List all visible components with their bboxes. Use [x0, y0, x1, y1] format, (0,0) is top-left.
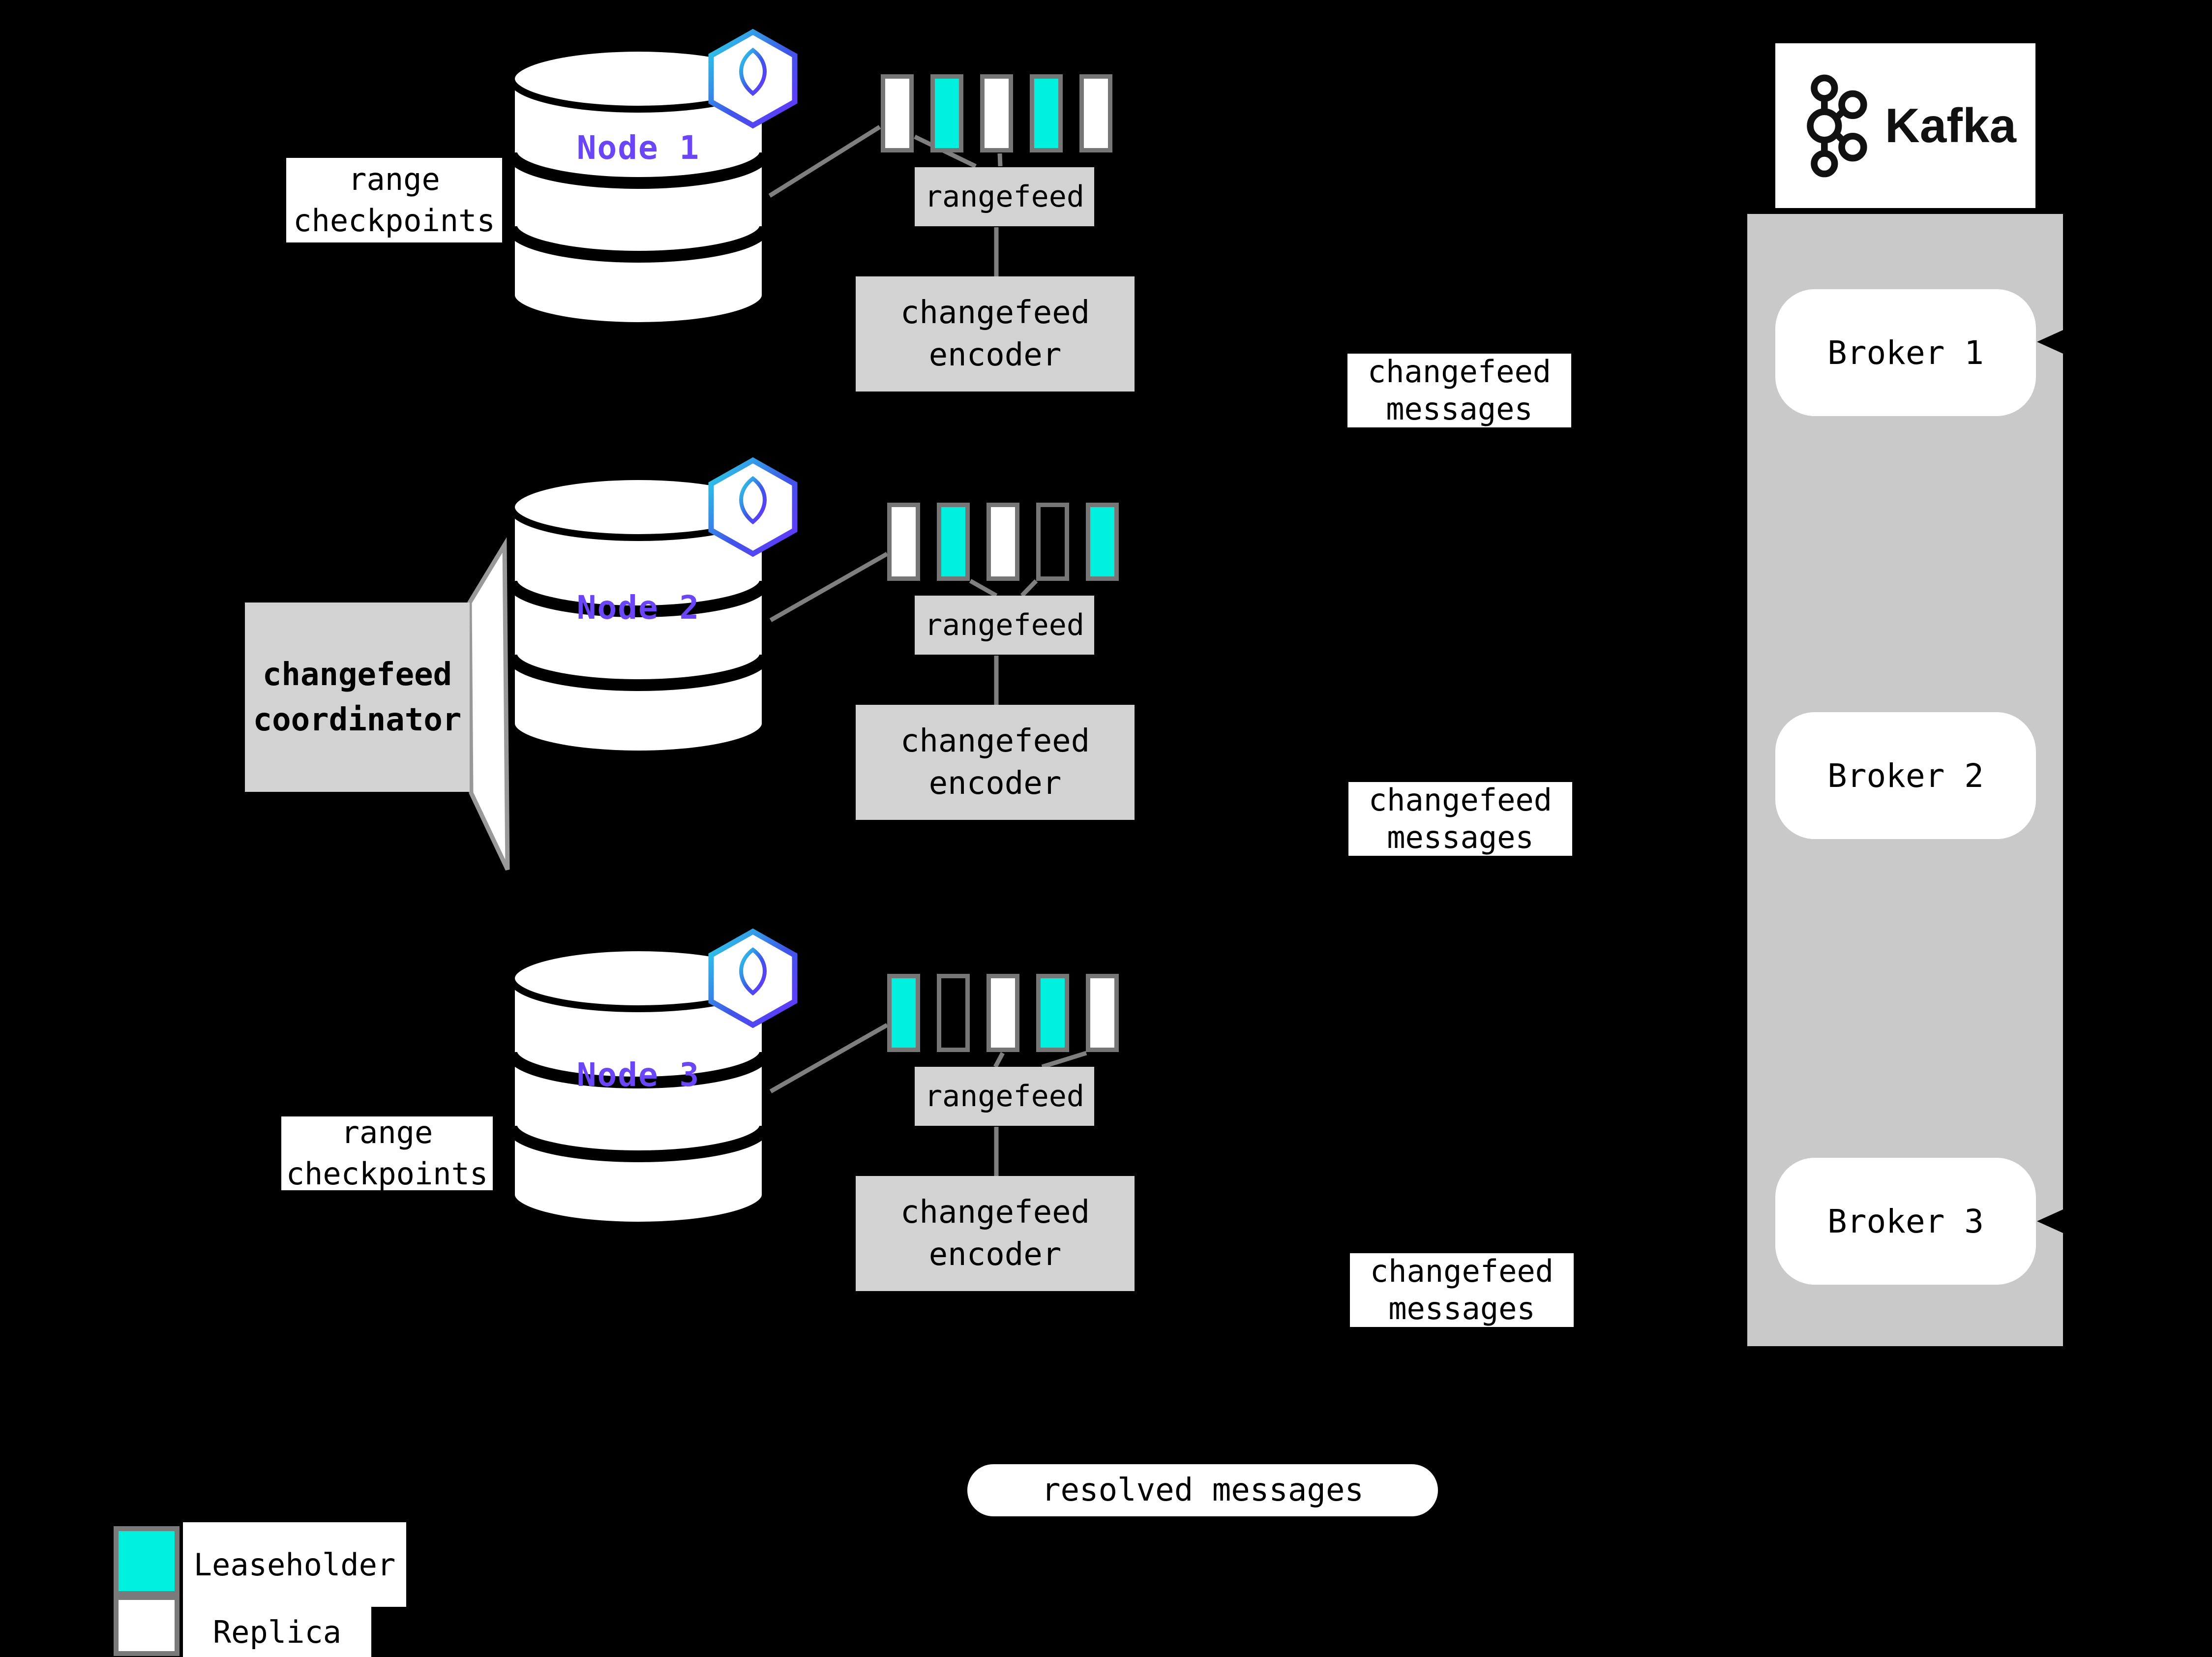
node-1-ranges	[881, 74, 1112, 152]
legend-replica-label: Replica	[183, 1607, 371, 1657]
cockroachdb-logo-icon	[708, 457, 798, 557]
node-2-ranges	[887, 503, 1119, 581]
changefeed-messages-label-3: changefeed messages	[1350, 1253, 1574, 1327]
node-2-label: Node 2	[576, 588, 700, 627]
range-square-leaseholder	[1086, 503, 1119, 581]
legend-replica-swatch	[114, 1595, 179, 1656]
node-1-changefeed-encoder-box: changefeed encoder	[856, 276, 1135, 392]
cockroachdb-logo-icon	[708, 928, 798, 1028]
kafka-logo-icon	[1807, 74, 1867, 177]
range-square-empty	[1036, 503, 1069, 581]
coordinator-flag-shape	[467, 537, 510, 871]
range-square-leaseholder	[937, 503, 970, 581]
changefeed-coordinator-box: changefeed coordinator	[245, 603, 470, 792]
arrowhead-into-broker-1	[2037, 328, 2067, 356]
resolved-messages-pill: resolved messages	[967, 1464, 1438, 1516]
broker-3: Broker 3	[1775, 1158, 2036, 1285]
node-3-rangefeed-box: rangefeed	[915, 1067, 1094, 1126]
legend-leaseholder-swatch	[114, 1526, 179, 1596]
kafka-brand-text: Kafka	[1885, 98, 2016, 152]
node-2-changefeed-encoder-box: changefeed encoder	[856, 705, 1135, 820]
node-2-rangefeed-box: rangefeed	[915, 596, 1094, 655]
node-3-label: Node 3	[576, 1055, 700, 1094]
range-square-replica	[881, 74, 914, 152]
range-checkpoints-label-bottom: range checkpoints	[281, 1115, 493, 1192]
node-3-changefeed-encoder-box: changefeed encoder	[856, 1176, 1135, 1291]
arrowhead-into-broker-3	[2037, 1207, 2067, 1235]
cockroachdb-logo-icon	[708, 29, 798, 129]
range-square-replica	[980, 74, 1013, 152]
legend-leaseholder-label: Leaseholder	[183, 1522, 406, 1607]
range-square-empty	[937, 974, 970, 1052]
node-1-rangefeed-box: rangefeed	[915, 167, 1094, 226]
range-square-replica	[1086, 974, 1119, 1052]
range-square-replica	[986, 974, 1019, 1052]
range-square-leaseholder	[1036, 974, 1069, 1052]
database-cylinder-icon	[506, 45, 771, 329]
changefeed-messages-label-2: changefeed messages	[1348, 782, 1572, 856]
range-square-leaseholder	[887, 974, 920, 1052]
broker-1: Broker 1	[1775, 289, 2036, 416]
broker-2: Broker 2	[1775, 712, 2036, 839]
range-checkpoints-label-top: range checkpoints	[286, 158, 502, 242]
range-square-replica	[986, 503, 1019, 581]
changefeed-messages-label-1: changefeed messages	[1347, 354, 1571, 427]
node-3-ranges	[887, 974, 1119, 1052]
node-1-label: Node 1	[576, 128, 700, 167]
range-square-leaseholder	[930, 74, 963, 152]
range-square-replica	[887, 503, 920, 581]
range-square-replica	[1079, 74, 1112, 152]
kafka-logo-card: Kafka	[1775, 43, 2035, 208]
range-square-leaseholder	[1030, 74, 1063, 152]
